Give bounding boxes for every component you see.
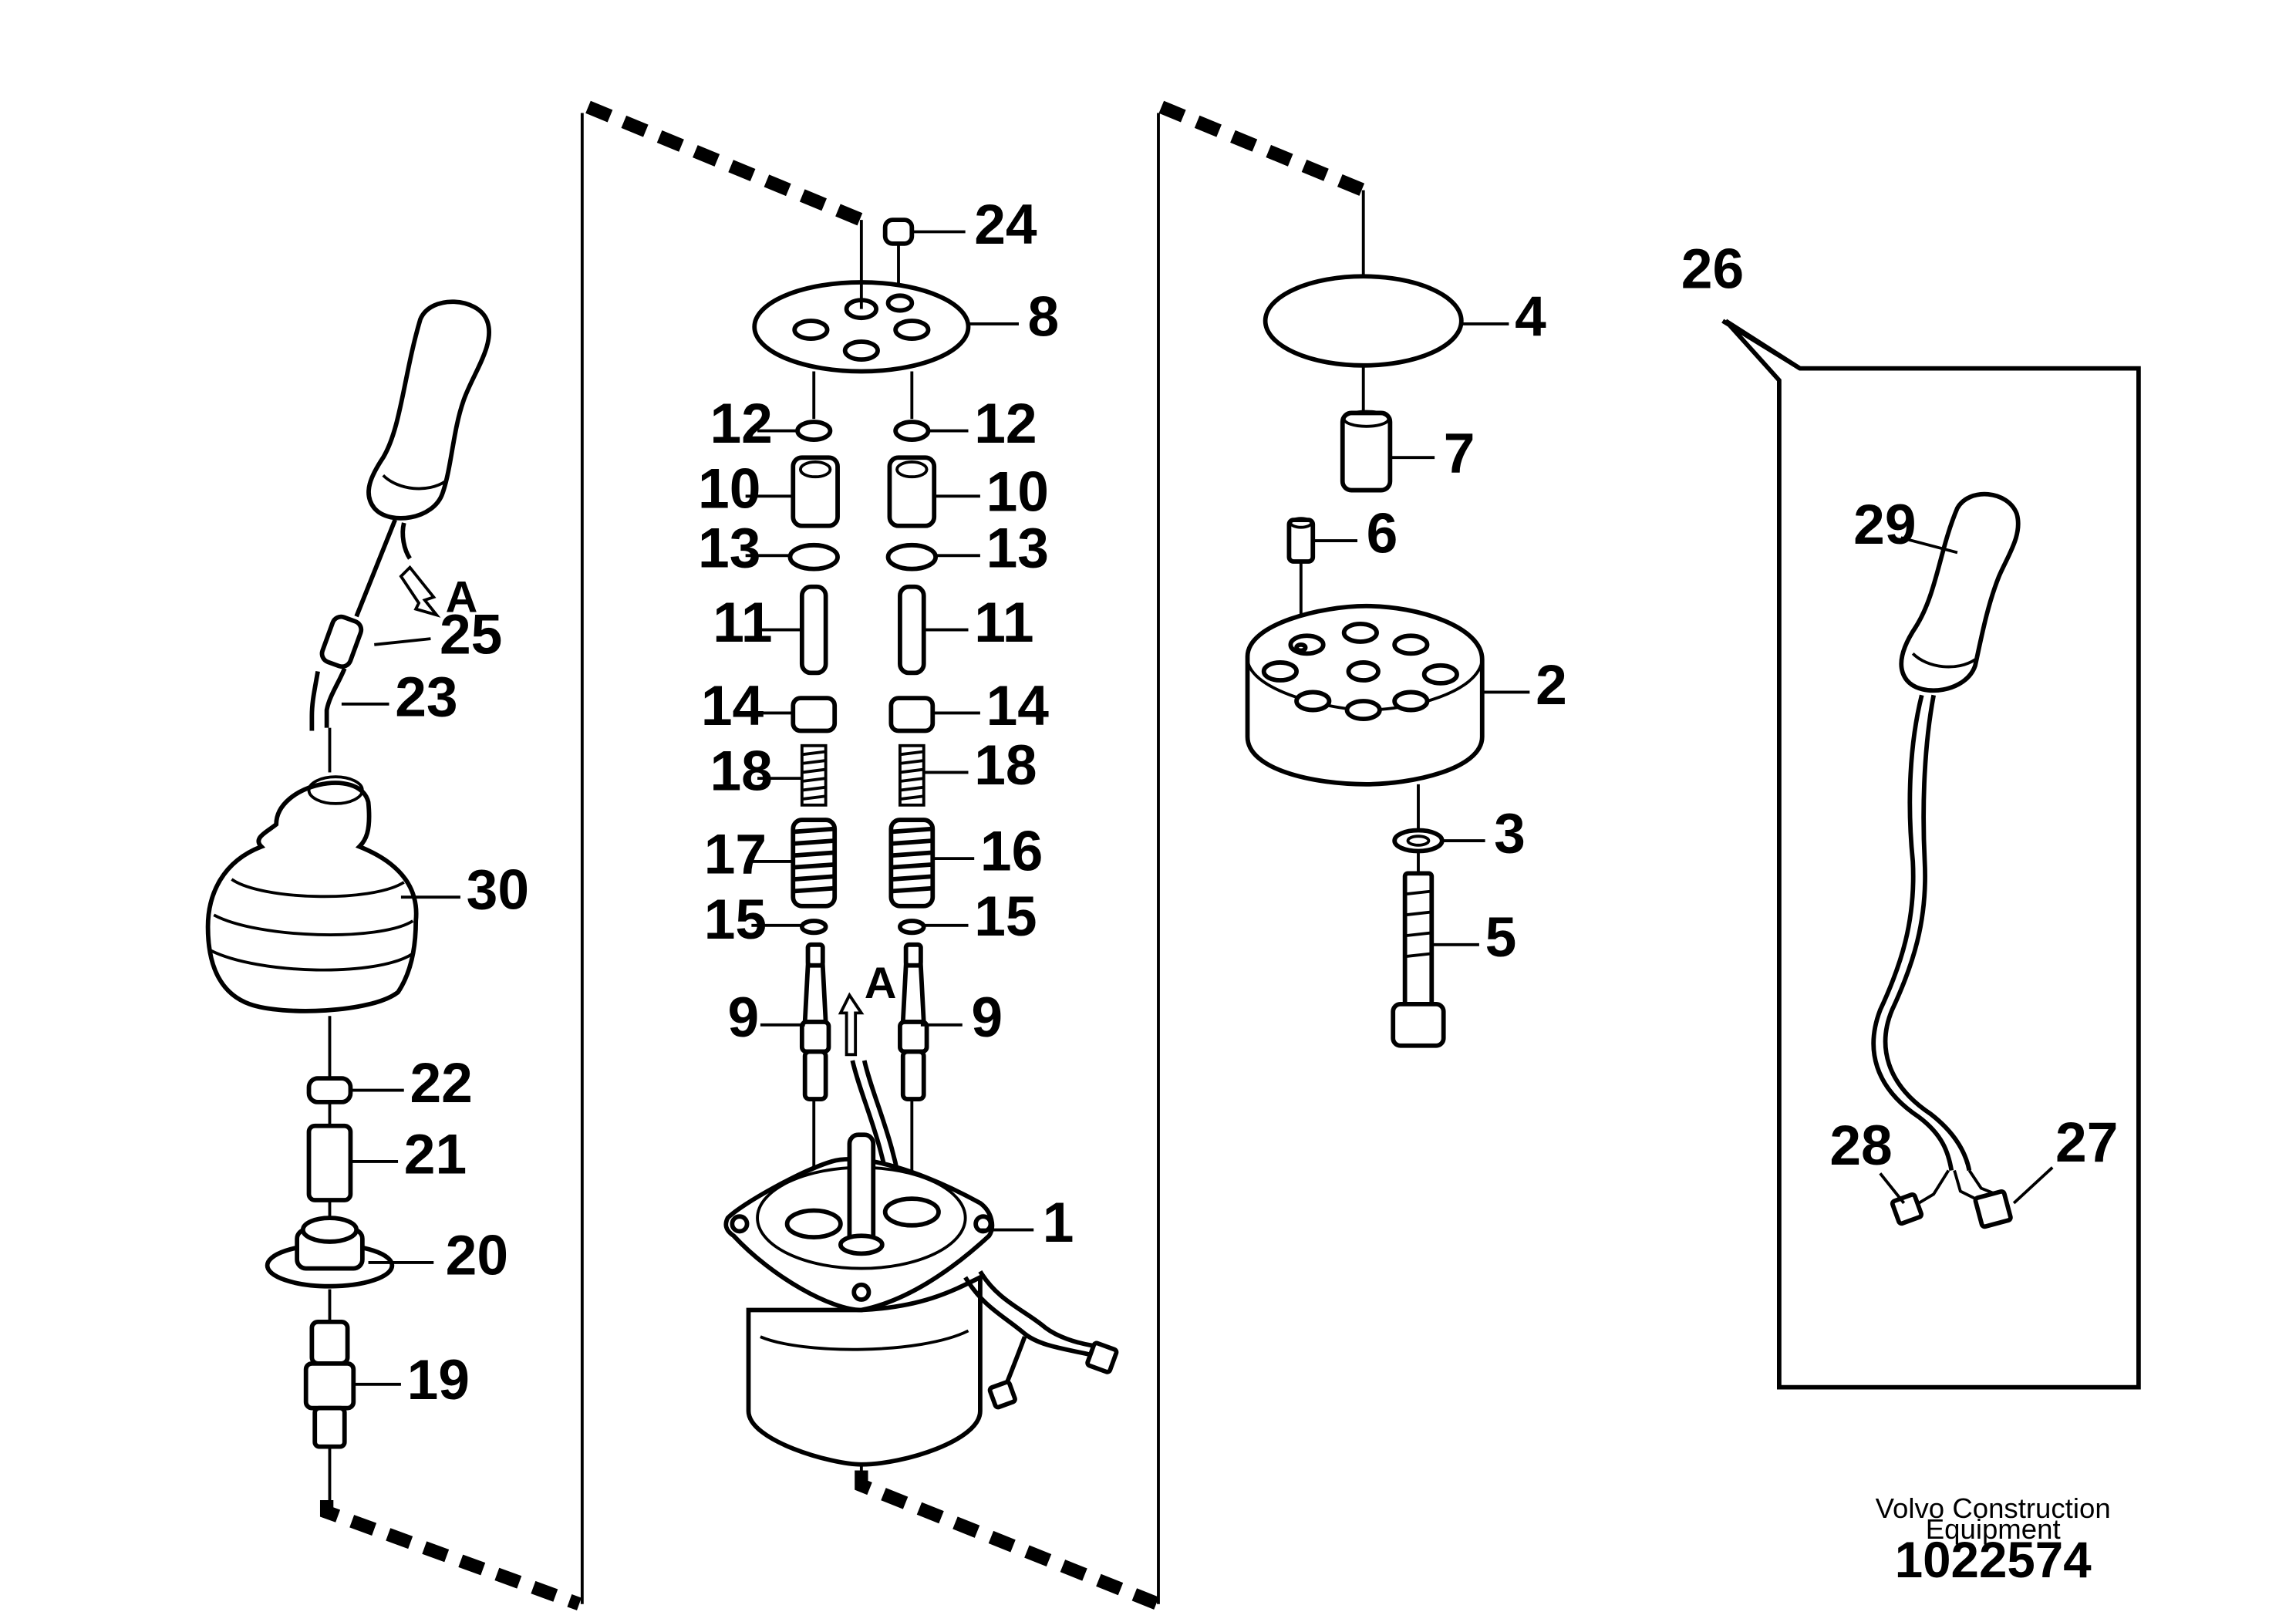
label-a-left: A: [446, 572, 478, 622]
label-16: 16: [980, 820, 1043, 883]
label-10-right: 10: [986, 460, 1049, 524]
spring-17-left: [791, 818, 838, 909]
label-13-right: 13: [986, 517, 1049, 580]
label-23: 23: [395, 665, 457, 728]
valve-base-housing: [746, 1273, 983, 1467]
handle-grip-29: [1899, 491, 2021, 693]
label-5: 5: [1485, 905, 1517, 969]
spring-18-right: [898, 744, 925, 807]
right-center-assembly: [1245, 190, 1485, 1048]
part-labels: 24 8 12 12 10 10 13 13 11 11 14 14 18 18…: [395, 193, 2118, 1411]
label-12-left: 12: [710, 392, 772, 455]
handle-kit-box: [1721, 319, 2141, 1390]
label-26: 26: [1681, 238, 1744, 301]
label-25: 25: [440, 602, 502, 666]
footer-drawing-id: 1022574: [1895, 1532, 2092, 1588]
label-15-right: 15: [974, 885, 1037, 948]
label-18-right: 18: [974, 733, 1037, 797]
label-1: 1: [1043, 1191, 1074, 1254]
label-19: 19: [407, 1348, 470, 1411]
label-6: 6: [1367, 501, 1398, 565]
label-21: 21: [404, 1122, 467, 1185]
left-handle-assembly: [205, 299, 491, 1500]
label-3: 3: [1494, 801, 1526, 865]
label-11-left: 11: [713, 591, 772, 654]
footer-company-line2: Equipment: [1926, 1513, 2061, 1545]
label-10-left: 10: [698, 457, 760, 521]
label-20: 20: [446, 1223, 508, 1286]
spring-18-left: [800, 744, 828, 807]
center-valve-assembly: [723, 218, 1119, 1485]
footer-company-line1: Volvo Construction: [1876, 1492, 2111, 1524]
grip-handle: [366, 299, 491, 521]
label-24: 24: [974, 193, 1037, 256]
label-22: 22: [410, 1051, 472, 1114]
label-7: 7: [1444, 421, 1475, 484]
label-18-left: 18: [710, 740, 772, 803]
label-13-left: 13: [698, 517, 760, 580]
label-9-left: 9: [728, 986, 760, 1049]
label-15-left: 15: [704, 888, 767, 951]
label-8: 8: [1028, 285, 1060, 348]
label-2: 2: [1536, 653, 1567, 717]
label-4: 4: [1515, 285, 1546, 348]
label-a-center: A: [865, 959, 897, 1008]
label-17: 17: [704, 822, 767, 885]
footer-block: Volvo Construction Equipment 1022574: [1876, 1492, 2111, 1588]
label-11-right: 11: [974, 591, 1033, 654]
label-9-right: 9: [971, 986, 1003, 1049]
spring-16-right: [888, 818, 936, 909]
label-14-right: 14: [986, 674, 1050, 737]
label-12-right: 12: [974, 392, 1037, 455]
label-29: 29: [1853, 493, 1916, 556]
leader-lines: [341, 230, 2054, 1386]
label-27: 27: [2055, 1111, 2118, 1174]
label-14-left: 14: [701, 674, 764, 737]
label-28: 28: [1829, 1114, 1892, 1177]
label-30: 30: [467, 858, 529, 922]
